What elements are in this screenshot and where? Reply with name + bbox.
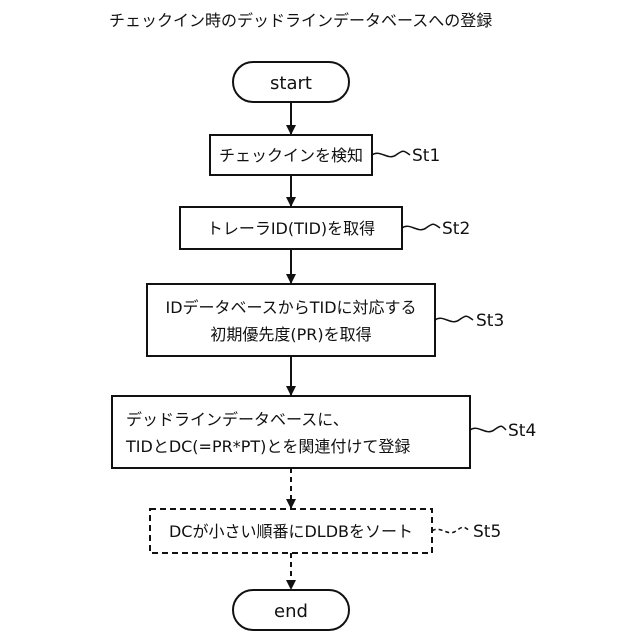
leader-st3 (435, 316, 473, 322)
step-text-st4-line2: TIDとDC(=PR*PT)とを関連付けて登録 (125, 437, 410, 456)
step-text-st5: DCが小さい順番にDLDBをソート (169, 522, 413, 541)
end-label: end (274, 601, 308, 622)
leader-st5 (432, 527, 470, 533)
step-box-st4 (112, 396, 470, 468)
step-text-st3-line1: IDデータベースからTIDに対応する (165, 298, 416, 317)
leader-st1 (372, 151, 410, 157)
step-label-st1: St1 (412, 146, 440, 166)
step-text-st4-line1: デッドラインデータベースに、 (126, 410, 349, 429)
leader-st2 (402, 224, 440, 230)
step-box-st3 (147, 284, 435, 356)
step-text-st2: トレーラID(TID)を取得 (207, 219, 375, 238)
step-label-st4: St4 (508, 421, 536, 441)
step-text-st1: チェックインを検知 (219, 146, 363, 165)
step-label-st2: St2 (442, 219, 470, 239)
start-label: start (270, 73, 312, 94)
diagram-title: チェックイン時のデッドラインデータベースへの登録 (109, 11, 492, 30)
step-label-st5: St5 (473, 522, 501, 542)
step-text-st3-line2: 初期優先度(PR)を取得 (210, 325, 371, 344)
leader-st4 (470, 426, 506, 432)
step-label-st3: St3 (476, 311, 504, 331)
